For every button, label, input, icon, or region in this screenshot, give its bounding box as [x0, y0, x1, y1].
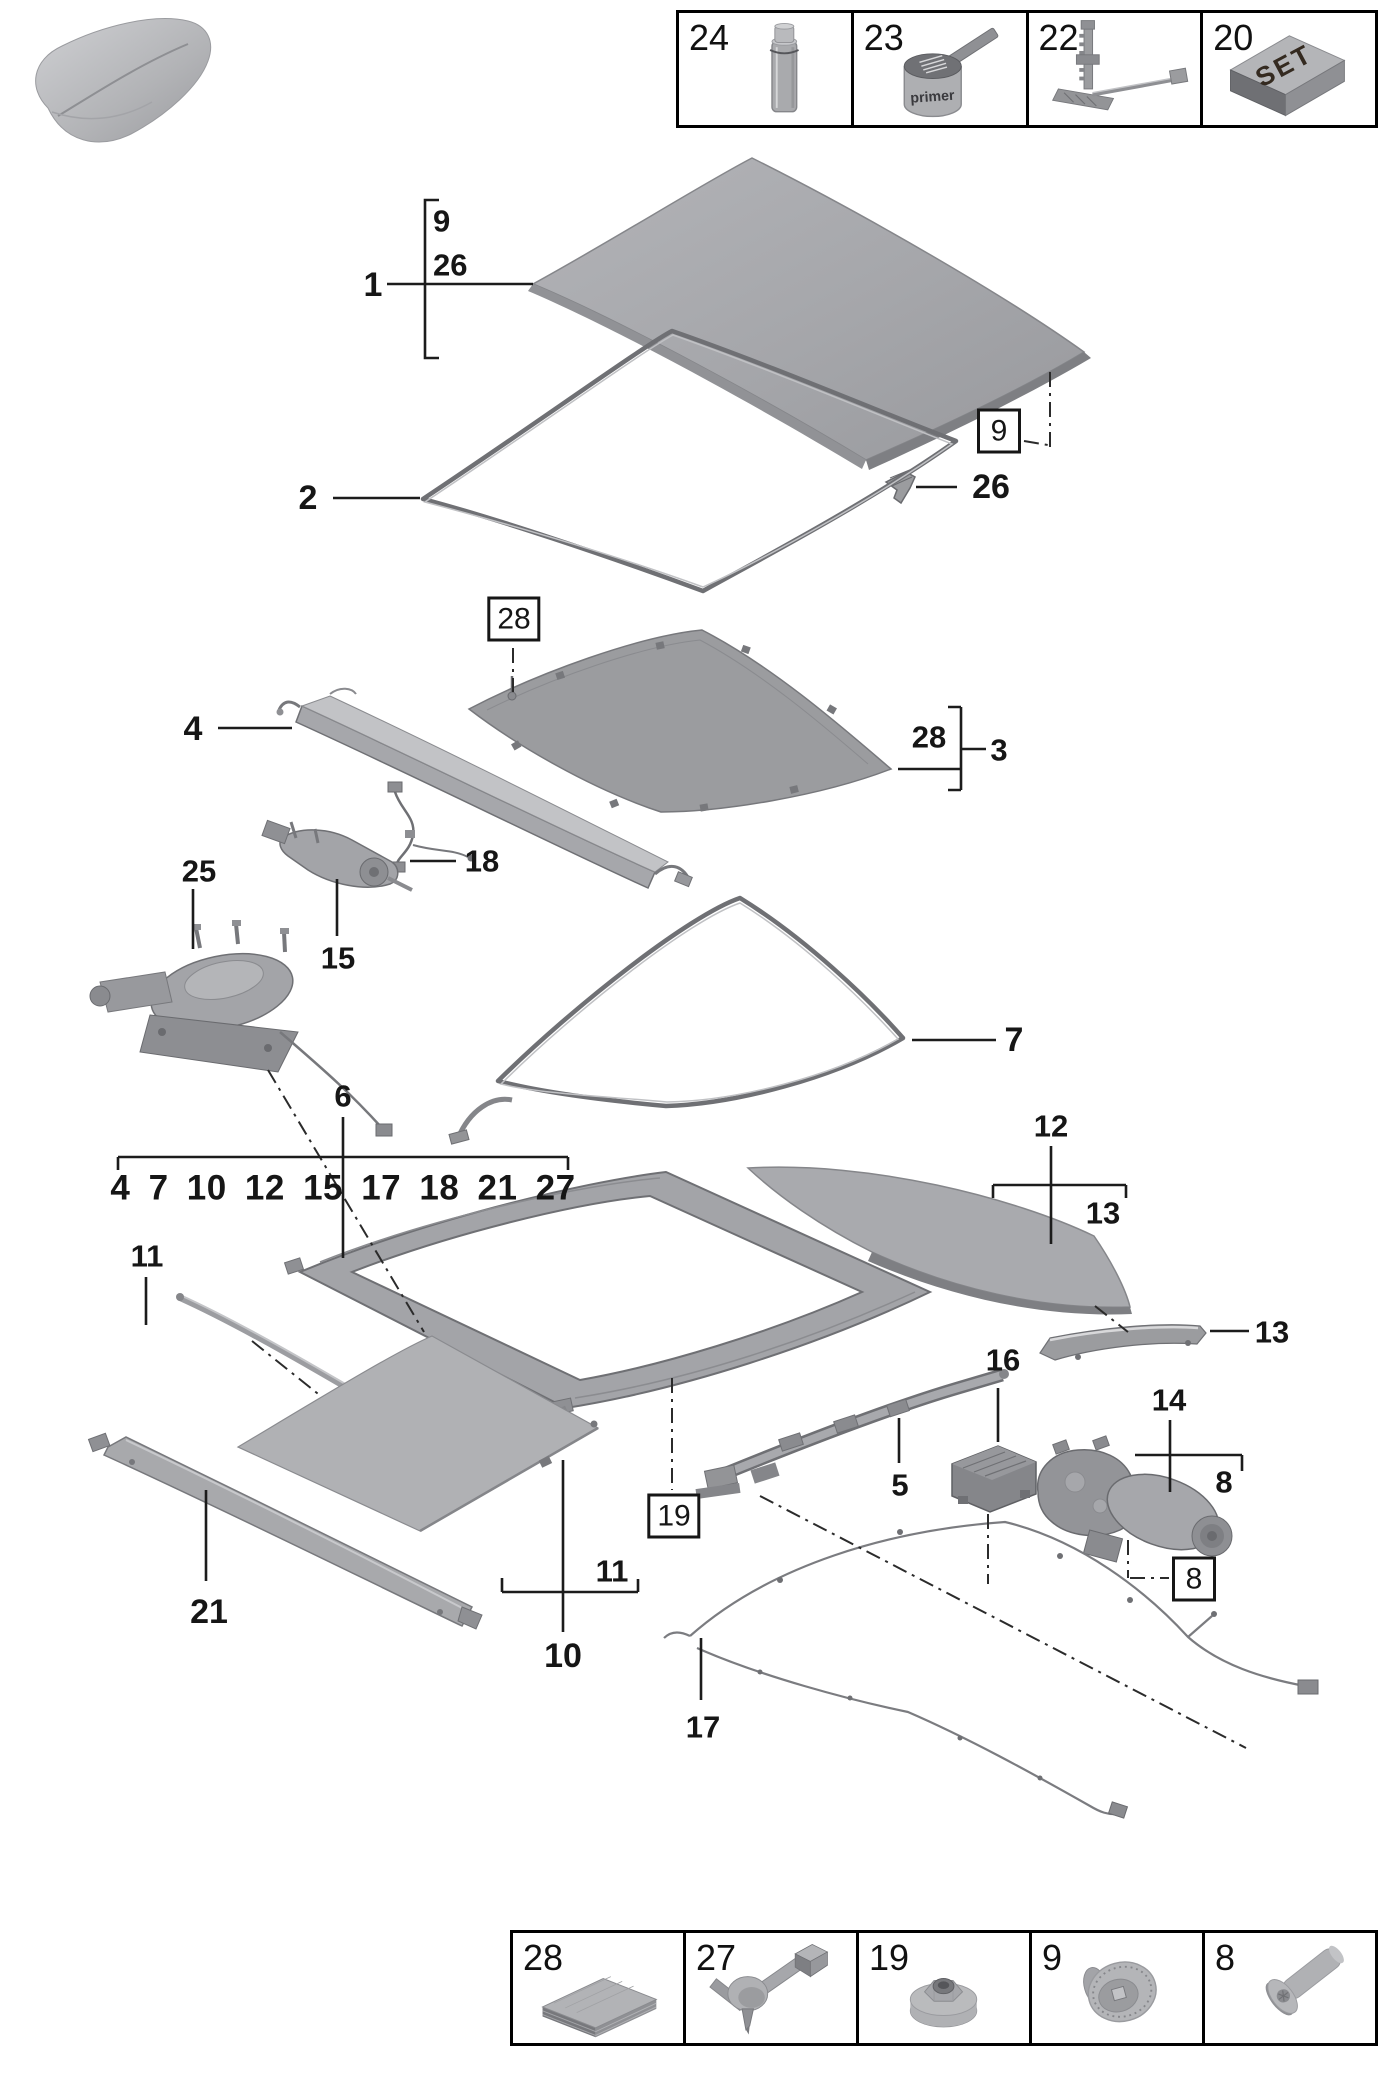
- pan-head-screw-icon: [1265, 1945, 1344, 2016]
- callout-18[interactable]: 18: [464, 843, 500, 879]
- wind-deflector-part-4[interactable]: [276, 687, 693, 889]
- shim-stack-icon: [541, 1976, 658, 2038]
- callout-8-boxed[interactable]: 8: [1172, 1556, 1216, 1602]
- callout-9-bracket[interactable]: 9: [433, 203, 451, 239]
- legend-cell-20[interactable]: 20 SET: [1200, 13, 1375, 125]
- phantom-lines: [251, 372, 1247, 1749]
- legend-number: 19: [869, 1937, 910, 1978]
- callout-25[interactable]: 25: [181, 853, 217, 889]
- legend-cell-8[interactable]: 8: [1202, 1933, 1375, 2043]
- callout-7[interactable]: 7: [1004, 1021, 1024, 1059]
- legend-cell-28[interactable]: 28: [513, 1933, 683, 2043]
- callout-26-bracket[interactable]: 26: [433, 247, 468, 283]
- callout-4[interactable]: 4: [183, 710, 203, 748]
- callout-10[interactable]: 10: [544, 1637, 582, 1675]
- set-box-icon: SET: [1229, 35, 1346, 117]
- adhesive-bottle-icon: [769, 22, 799, 113]
- headliner-panel-part-3[interactable]: [467, 629, 893, 813]
- drive-unit-part-15[interactable]: [261, 819, 413, 892]
- legend-number: 22: [1038, 17, 1079, 58]
- guide-rail-part-5[interactable]: [695, 1368, 1009, 1500]
- wiring-harness-part-17[interactable]: [663, 1520, 1319, 1819]
- callout-11-upper[interactable]: 11: [130, 1238, 164, 1274]
- callout-28[interactable]: 28: [911, 719, 947, 755]
- legend-number: 20: [1213, 17, 1254, 58]
- inner-seal-part-7[interactable]: [495, 895, 906, 1109]
- legend-cell-22[interactable]: 22: [1025, 13, 1201, 125]
- callout-12[interactable]: 12: [1033, 1108, 1069, 1144]
- legend-number: 28: [523, 1937, 564, 1978]
- callout-14[interactable]: 14: [1151, 1382, 1187, 1418]
- leader-lines: [116, 198, 1249, 1700]
- legend-number: 24: [689, 17, 730, 58]
- callout-19-boxed[interactable]: 19: [647, 1493, 701, 1539]
- primer-can-icon: primer: [903, 27, 999, 118]
- legend-table-top: 24 23 primer 22: [676, 10, 1378, 128]
- car-silhouette: [35, 18, 212, 143]
- drive-motor-part-14[interactable]: [1036, 1435, 1233, 1564]
- callout-16[interactable]: 16: [985, 1342, 1021, 1378]
- legend-cell-24[interactable]: 24: [679, 13, 851, 125]
- callout-17[interactable]: 17: [685, 1709, 721, 1745]
- callout-1[interactable]: 1: [363, 266, 383, 304]
- legend-number: 27: [696, 1937, 737, 1978]
- callout-9-boxed[interactable]: 9: [977, 408, 1021, 454]
- primer-can-label: primer: [910, 88, 956, 107]
- callout-6[interactable]: 6: [334, 1078, 352, 1114]
- legend-number: 8: [1215, 1937, 1236, 1978]
- control-module-part-16[interactable]: [951, 1445, 1037, 1513]
- cable-guide-bracket: [448, 1096, 513, 1145]
- callout-5[interactable]: 5: [891, 1467, 909, 1503]
- roof-seal-part-2[interactable]: [420, 328, 959, 594]
- callout-26[interactable]: 26: [972, 468, 1010, 506]
- fastening-nut-icon: [909, 1978, 978, 2028]
- callout-28-boxed[interactable]: 28: [487, 596, 541, 642]
- callout-8[interactable]: 8: [1215, 1464, 1233, 1500]
- legend-cell-9[interactable]: 9: [1029, 1933, 1202, 2043]
- legend-table-bottom: 28 27 19: [510, 1930, 1378, 2046]
- grommet-icon: [1083, 1961, 1157, 2023]
- cover-panel-part-12[interactable]: [746, 1166, 1132, 1315]
- legend-number: 9: [1042, 1937, 1063, 1978]
- callout-2[interactable]: 2: [298, 479, 318, 517]
- callout-11-lower[interactable]: 11: [595, 1553, 629, 1589]
- legend-cell-27[interactable]: 27: [683, 1933, 856, 2043]
- side-rail-part-21[interactable]: [87, 1432, 483, 1630]
- callout-21[interactable]: 21: [190, 1593, 228, 1631]
- sunshade-panel-part-10[interactable]: [236, 1335, 600, 1533]
- drive-mechanism-part-25[interactable]: [89, 920, 393, 1137]
- callout-13[interactable]: 13: [1254, 1314, 1290, 1350]
- roof-frame-part-6[interactable]: [283, 1170, 933, 1435]
- legend-cell-23[interactable]: 23 primer: [850, 13, 1026, 125]
- legend-cell-19[interactable]: 19: [856, 1933, 1029, 2043]
- callout-3[interactable]: 3: [990, 732, 1008, 768]
- callout-group-row[interactable]: 4 7 10 12 15 17 18 21 27: [110, 1168, 576, 1208]
- retaining-clip-icon: [709, 1943, 829, 2035]
- callout-15[interactable]: 15: [320, 940, 356, 976]
- legend-number: 23: [863, 17, 904, 58]
- callout-13-bracket[interactable]: 13: [1085, 1195, 1121, 1231]
- trim-rail-part-13[interactable]: [1039, 1324, 1207, 1361]
- repair-mechanism-icon: [1051, 20, 1188, 111]
